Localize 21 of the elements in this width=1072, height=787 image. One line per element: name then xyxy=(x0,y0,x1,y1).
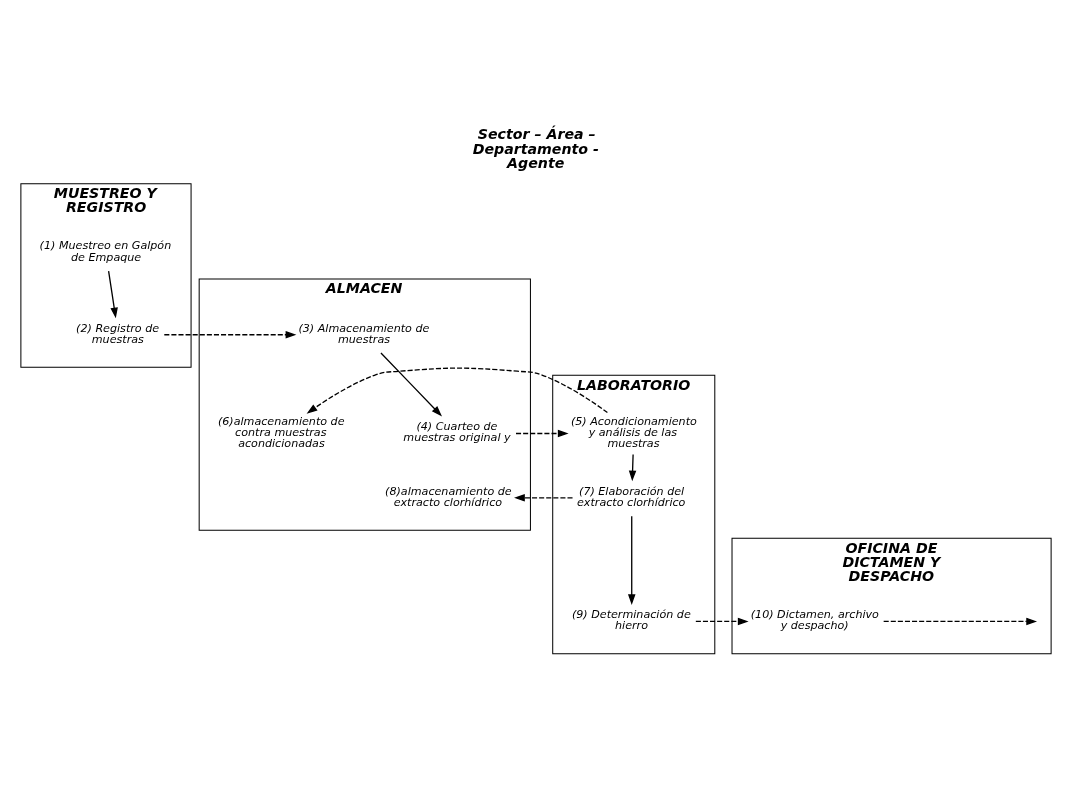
arrow xyxy=(627,515,636,606)
node-text: (5) Acondicionamiento y análisis de las muestras xyxy=(570,414,697,450)
arrow xyxy=(695,617,749,626)
node-text: (4) Cuarteo de muestras original y xyxy=(403,420,511,445)
arrow xyxy=(883,617,1038,626)
node-text: (10) Dictamen, archivo y despacho) xyxy=(750,608,879,633)
node-text: (3) Almacenamiento de muestras xyxy=(298,321,430,346)
node-text: (9) Determinación de hierro xyxy=(571,608,691,633)
arrow xyxy=(380,352,443,417)
arrow xyxy=(306,367,609,414)
arrow xyxy=(515,429,569,438)
arrow xyxy=(514,494,574,502)
diagram-title: Sector – Área – Departamento - Agente xyxy=(472,126,599,171)
node-text: (1) Muestreo en Galpón de Empaque xyxy=(39,239,172,264)
arrow xyxy=(163,330,297,339)
node-text: (6)almacenamiento de contra muestras acondicionadas xyxy=(217,414,345,450)
node-text: (2) Registro de muestras xyxy=(76,321,160,346)
node-text: (7) Elaboración del extracto clorhídrico xyxy=(577,484,686,509)
arrow xyxy=(107,270,118,319)
node-text: (8)almacenamiento de extracto clorhídrico xyxy=(385,484,512,509)
arrow xyxy=(628,453,637,482)
